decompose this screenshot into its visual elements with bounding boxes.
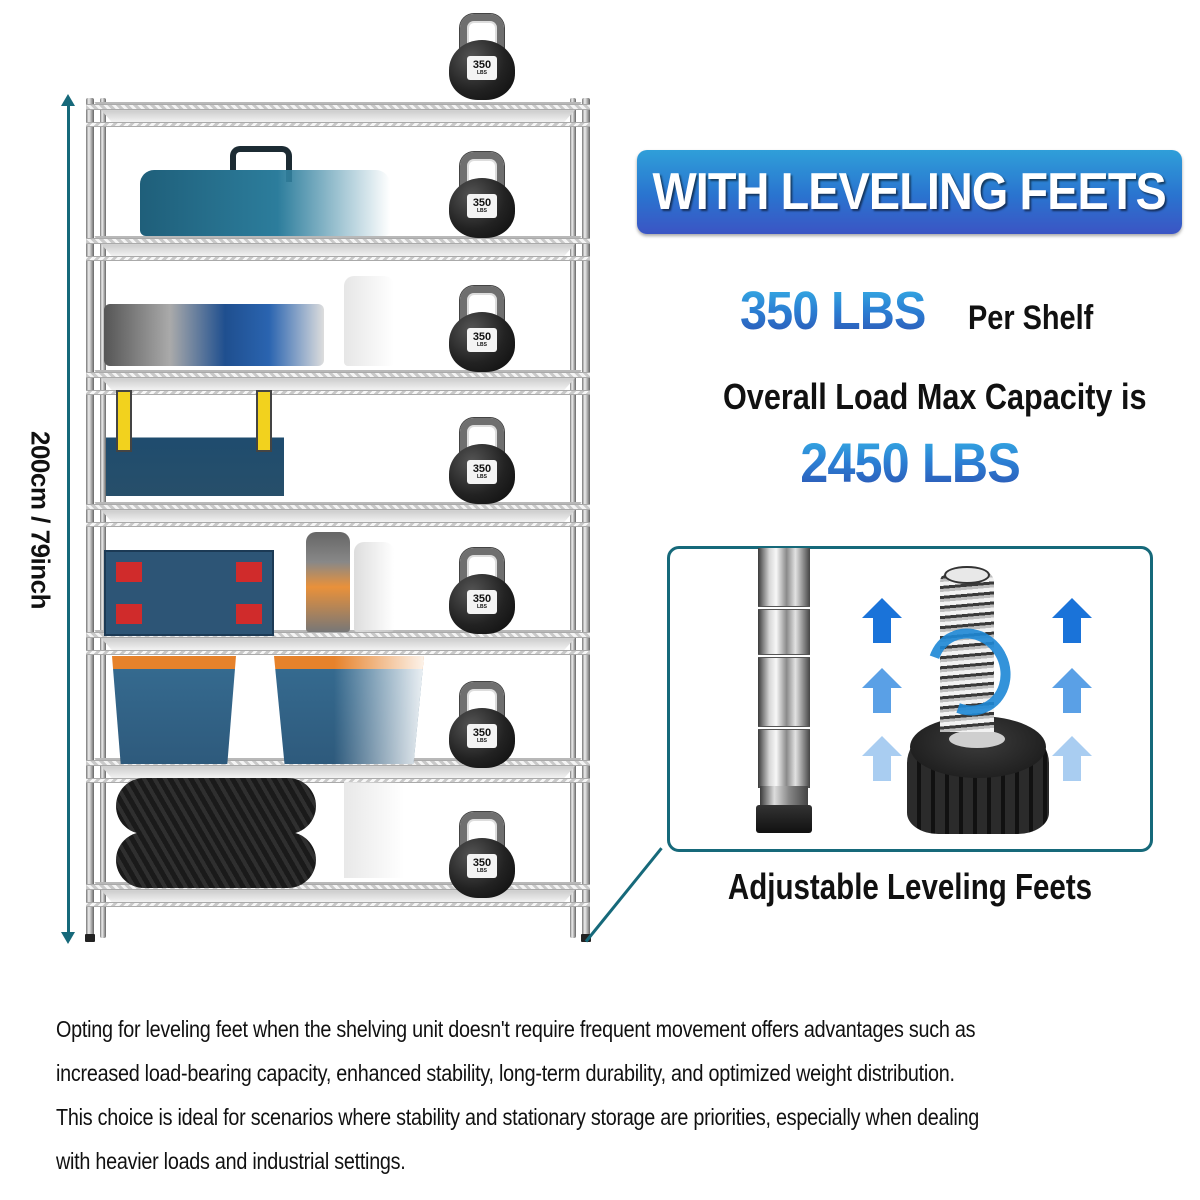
per-shelf-capacity: 350 LBS Per Shelf <box>740 280 1116 341</box>
overall-capacity: 2450 LBS <box>690 430 1130 495</box>
oil-bottle-image <box>306 532 350 632</box>
shelf-2 <box>86 236 590 266</box>
description-line: Opting for leveling feet when the shelvi… <box>56 1016 976 1042</box>
foot-icon <box>85 934 95 942</box>
arrow-up-icon <box>1052 668 1092 714</box>
arrow-up-icon <box>61 94 75 106</box>
post-foot-sleeve <box>760 786 808 806</box>
per-shelf-suffix: Per Shelf <box>968 299 1094 337</box>
post-foot-cap-icon <box>756 805 812 833</box>
height-dimension-line <box>67 98 70 940</box>
shelving-unit-illustration <box>82 98 594 942</box>
tool-bag-handle <box>230 146 292 182</box>
post-front-left <box>85 98 95 942</box>
overall-capacity-label: Overall Load Max Capacity is <box>723 376 1147 417</box>
tool-bag-image <box>140 170 390 236</box>
shelf-4 <box>86 502 590 532</box>
tool-cases-image <box>104 550 274 636</box>
jug-faded-image <box>344 782 404 878</box>
screw-head <box>944 566 990 584</box>
arrow-up-icon <box>862 736 902 782</box>
threaded-screw-icon <box>940 572 994 732</box>
per-shelf-value: 350 LBS <box>740 281 926 341</box>
shelf-1 <box>86 102 590 132</box>
chrome-post-icon <box>758 548 810 788</box>
storage-bin-image <box>274 656 424 764</box>
callout-connector-line <box>584 847 663 943</box>
tire-image <box>116 778 316 834</box>
arrow-down-icon <box>61 932 75 944</box>
jug-image <box>344 276 394 366</box>
storage-bin-image <box>112 656 236 764</box>
arrow-up-icon <box>1052 598 1092 644</box>
oil-bottle-faded-image <box>354 542 394 632</box>
post-back-left <box>100 98 106 938</box>
tire-image <box>116 832 316 888</box>
post-back-right <box>570 98 576 938</box>
shelf-3 <box>86 370 590 400</box>
description-line: This choice is ideal for scenarios where… <box>56 1104 979 1130</box>
tool-caddy-image <box>106 390 284 496</box>
overall-capacity-value: 2450 LBS <box>800 431 1021 494</box>
motor-image <box>104 304 324 366</box>
height-dimension-label: 200cm / 79inch <box>25 431 56 609</box>
banner-title: WITH LEVELING FEETS <box>652 163 1167 221</box>
arrow-up-icon <box>1052 736 1092 782</box>
description-line: with heavier loads and industrial settin… <box>56 1148 406 1174</box>
arrow-up-icon <box>862 668 902 714</box>
detail-caption: Adjustable Leveling Feets <box>727 866 1093 907</box>
description-paragraph: Opting for leveling feet when the shelvi… <box>56 1007 1176 1183</box>
description-line: increased load-bearing capacity, enhance… <box>56 1060 955 1086</box>
feature-banner: WITH LEVELING FEETS <box>637 150 1182 234</box>
arrow-up-icon <box>862 598 902 644</box>
